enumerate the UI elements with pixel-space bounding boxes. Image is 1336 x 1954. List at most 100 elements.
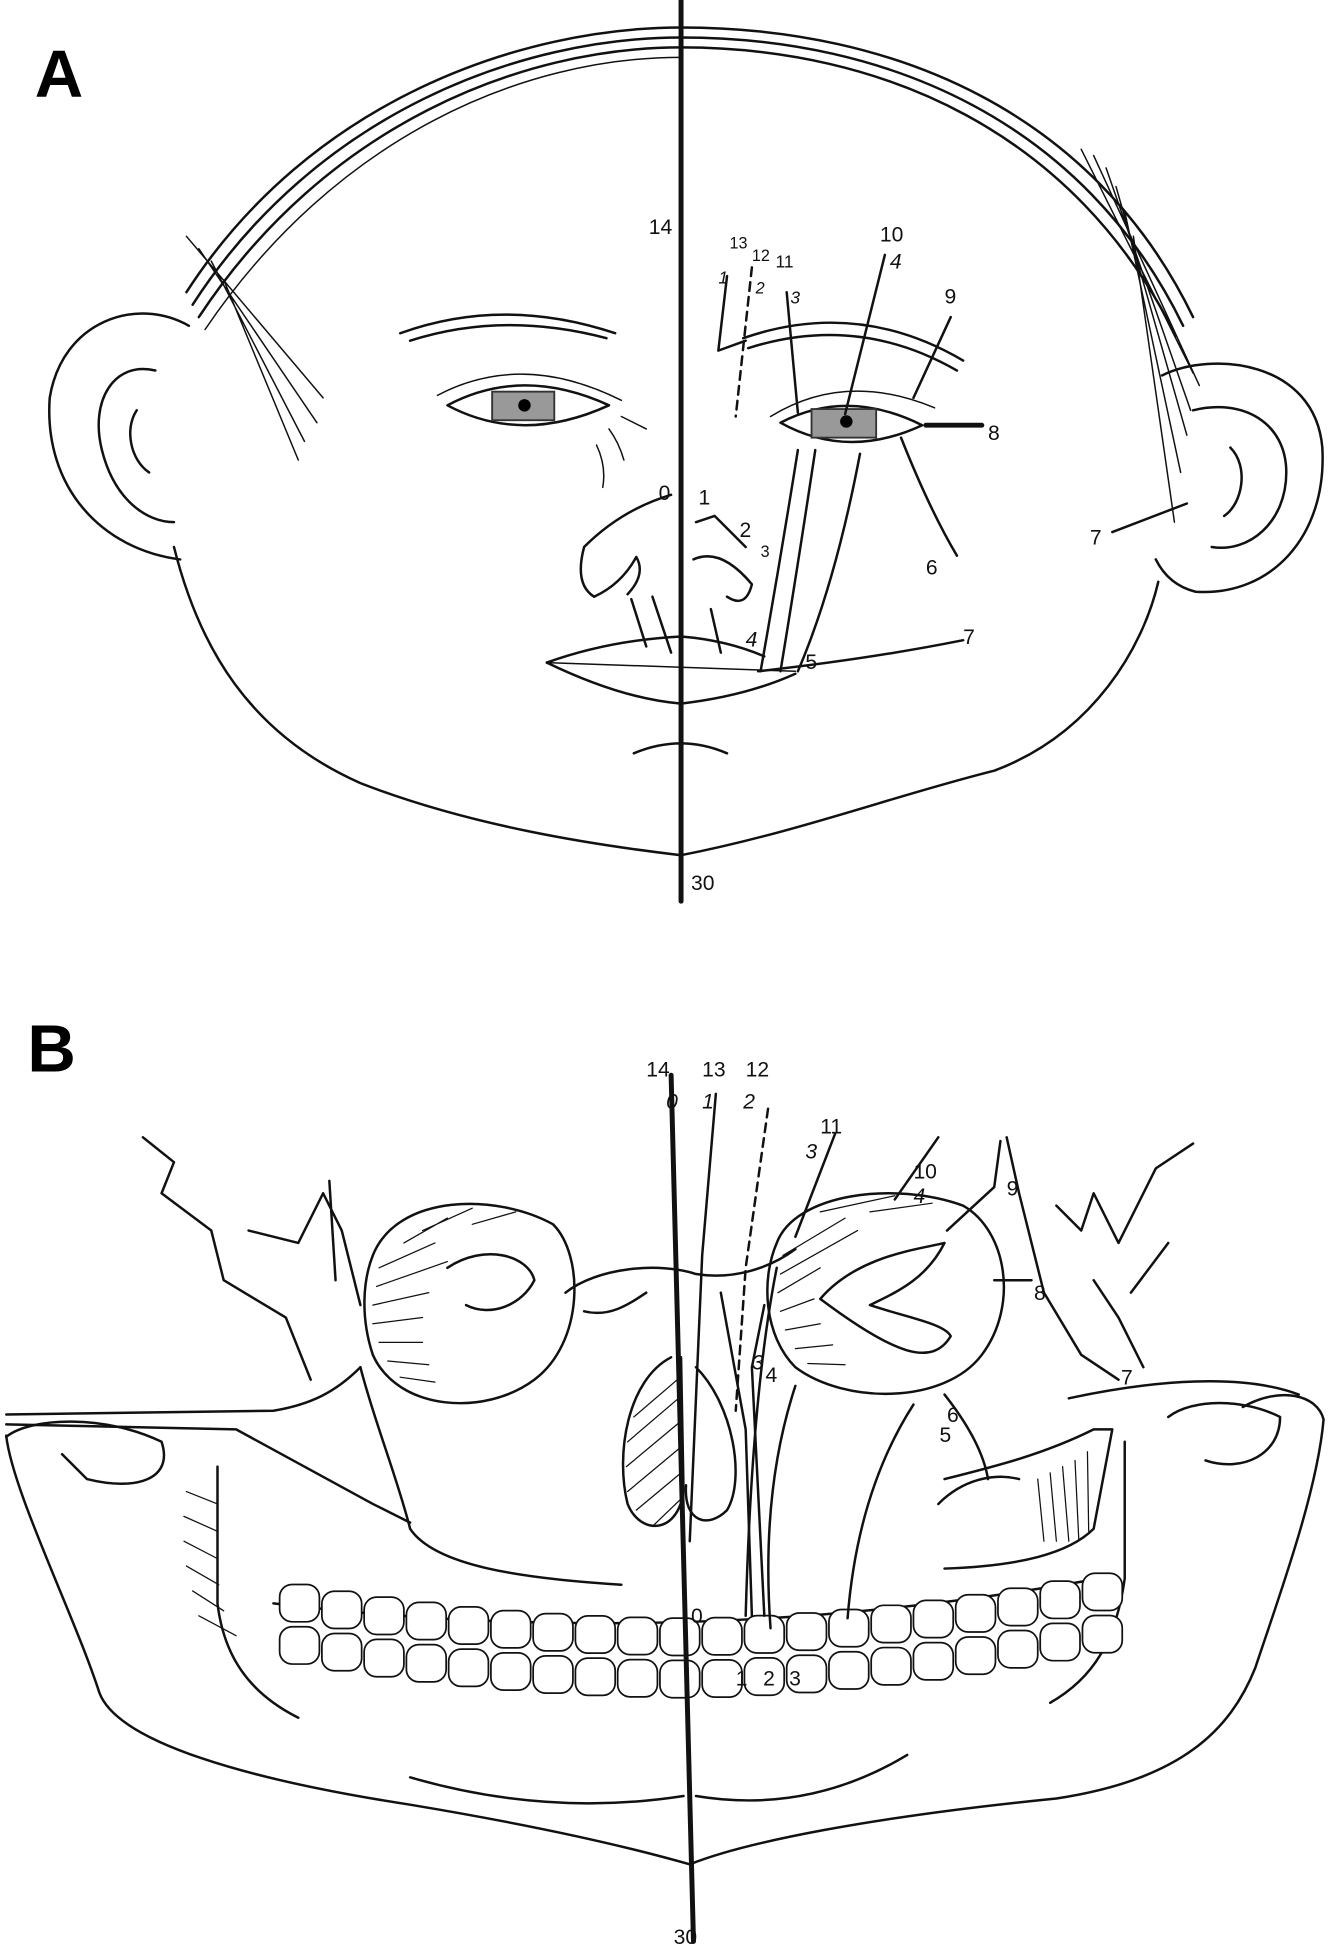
right-eye xyxy=(741,321,965,444)
label-3-lower: 3 xyxy=(752,1352,764,1375)
label-7: 7 xyxy=(963,626,975,649)
tooth xyxy=(532,1654,574,1695)
right-ear xyxy=(1154,362,1324,594)
tooth xyxy=(1039,1580,1081,1620)
tooth xyxy=(405,1643,448,1683)
label-5: 5 xyxy=(940,1424,952,1447)
mouth xyxy=(545,635,797,755)
zygomatic-arch-right xyxy=(1067,1380,1300,1400)
tooth xyxy=(954,1593,997,1633)
label-1-italic: 1 xyxy=(702,1091,714,1114)
tooth xyxy=(405,1601,448,1641)
label-12: 12 xyxy=(752,247,770,265)
label-5: 5 xyxy=(805,651,817,674)
label-4: 4 xyxy=(746,628,758,651)
label-4-italic: 4 xyxy=(890,251,902,274)
cleft-lines-b xyxy=(668,1072,1033,1944)
label-2-italic: 2 xyxy=(742,1091,755,1114)
ramus-left xyxy=(216,1465,300,1719)
label-13: 13 xyxy=(730,235,748,253)
label-7-ear: 7 xyxy=(1090,527,1102,550)
label-11: 11 xyxy=(820,1116,842,1139)
label-7: 7 xyxy=(1121,1367,1133,1390)
tooth xyxy=(447,1605,490,1646)
mandible-outline xyxy=(4,1393,1325,1866)
label-30: 30 xyxy=(674,1926,697,1949)
label-9: 9 xyxy=(1007,1178,1019,1201)
tooth xyxy=(363,1596,405,1636)
panel-b-labels: 14 13 12 0 1 2 11 3 10 4 9 8 7 3 4 5 6 0… xyxy=(646,1058,1132,1948)
tooth xyxy=(1081,1572,1124,1612)
label-12: 12 xyxy=(746,1058,769,1081)
label-10: 10 xyxy=(913,1160,936,1183)
tooth xyxy=(363,1638,405,1678)
label-3-italic: 3 xyxy=(805,1140,817,1163)
left-ear xyxy=(48,312,191,561)
panel-b-letter: B xyxy=(27,1011,75,1086)
frontal-nasal-contour xyxy=(564,1247,797,1315)
label-6: 6 xyxy=(947,1404,959,1427)
label-2: 2 xyxy=(739,519,751,542)
panel-a-face: A xyxy=(35,0,1324,904)
label-2: 2 xyxy=(763,1667,775,1690)
tooth xyxy=(659,1617,701,1657)
tooth xyxy=(743,1614,786,1654)
label-4-italic: 4 xyxy=(913,1185,925,1208)
midline-b xyxy=(668,1072,696,1944)
label-30: 30 xyxy=(691,872,714,895)
label-13: 13 xyxy=(702,1058,725,1081)
panel-b-skull: B 1 xyxy=(4,1011,1325,1949)
tooth xyxy=(532,1612,574,1652)
nose xyxy=(579,493,754,654)
chin-marks xyxy=(408,1753,909,1805)
right-pupil xyxy=(840,415,853,428)
label-2-italic: 2 xyxy=(755,279,765,297)
label-1-italic: 1 xyxy=(718,268,728,288)
label-9: 9 xyxy=(945,285,957,308)
label-8: 8 xyxy=(1034,1282,1046,1305)
label-1: 1 xyxy=(698,487,710,510)
tooth xyxy=(954,1636,997,1676)
left-condyle xyxy=(4,1420,166,1485)
tooth xyxy=(828,1650,870,1690)
label-0-italic: 0 xyxy=(666,1091,678,1114)
left-eye xyxy=(398,313,647,489)
left-maxilla xyxy=(359,1365,623,1586)
tooth xyxy=(870,1604,912,1644)
label-3: 3 xyxy=(789,1667,801,1690)
tooth xyxy=(278,1583,321,1623)
label-4-lower: 4 xyxy=(766,1364,778,1387)
panel-a-letter: A xyxy=(35,37,83,112)
label-3-italic: 3 xyxy=(790,287,800,307)
tooth xyxy=(447,1648,490,1688)
label-8: 8 xyxy=(988,422,1000,445)
label-0: 0 xyxy=(659,482,671,505)
right-ear-inner xyxy=(1191,405,1288,550)
tooth xyxy=(321,1632,363,1672)
tooth xyxy=(574,1657,617,1697)
chin-crease xyxy=(632,742,729,755)
tooth xyxy=(701,1659,743,1699)
tooth xyxy=(912,1599,955,1639)
tooth xyxy=(278,1625,321,1665)
zygomatic-arch-left xyxy=(4,1365,412,1524)
tooth xyxy=(785,1612,828,1652)
right-orbit xyxy=(766,1192,1006,1396)
cranium-sutures xyxy=(141,1136,1195,1381)
label-11: 11 xyxy=(776,251,794,271)
tooth xyxy=(1039,1622,1081,1662)
tooth xyxy=(574,1614,617,1655)
label-6: 6 xyxy=(926,556,938,579)
hair-lines xyxy=(185,26,1201,523)
tooth xyxy=(870,1646,912,1686)
tooth xyxy=(743,1657,786,1697)
label-1: 1 xyxy=(736,1667,748,1690)
tooth xyxy=(997,1587,1039,1627)
tooth xyxy=(616,1658,659,1698)
panel-a-labels: 14 13 12 11 1 2 3 10 4 9 8 6 7 7 0 1 2 3… xyxy=(649,216,1102,895)
right-condyle xyxy=(1166,1401,1282,1466)
label-3: 3 xyxy=(761,543,770,561)
tooth xyxy=(659,1659,701,1699)
teeth-row xyxy=(278,1572,1124,1699)
